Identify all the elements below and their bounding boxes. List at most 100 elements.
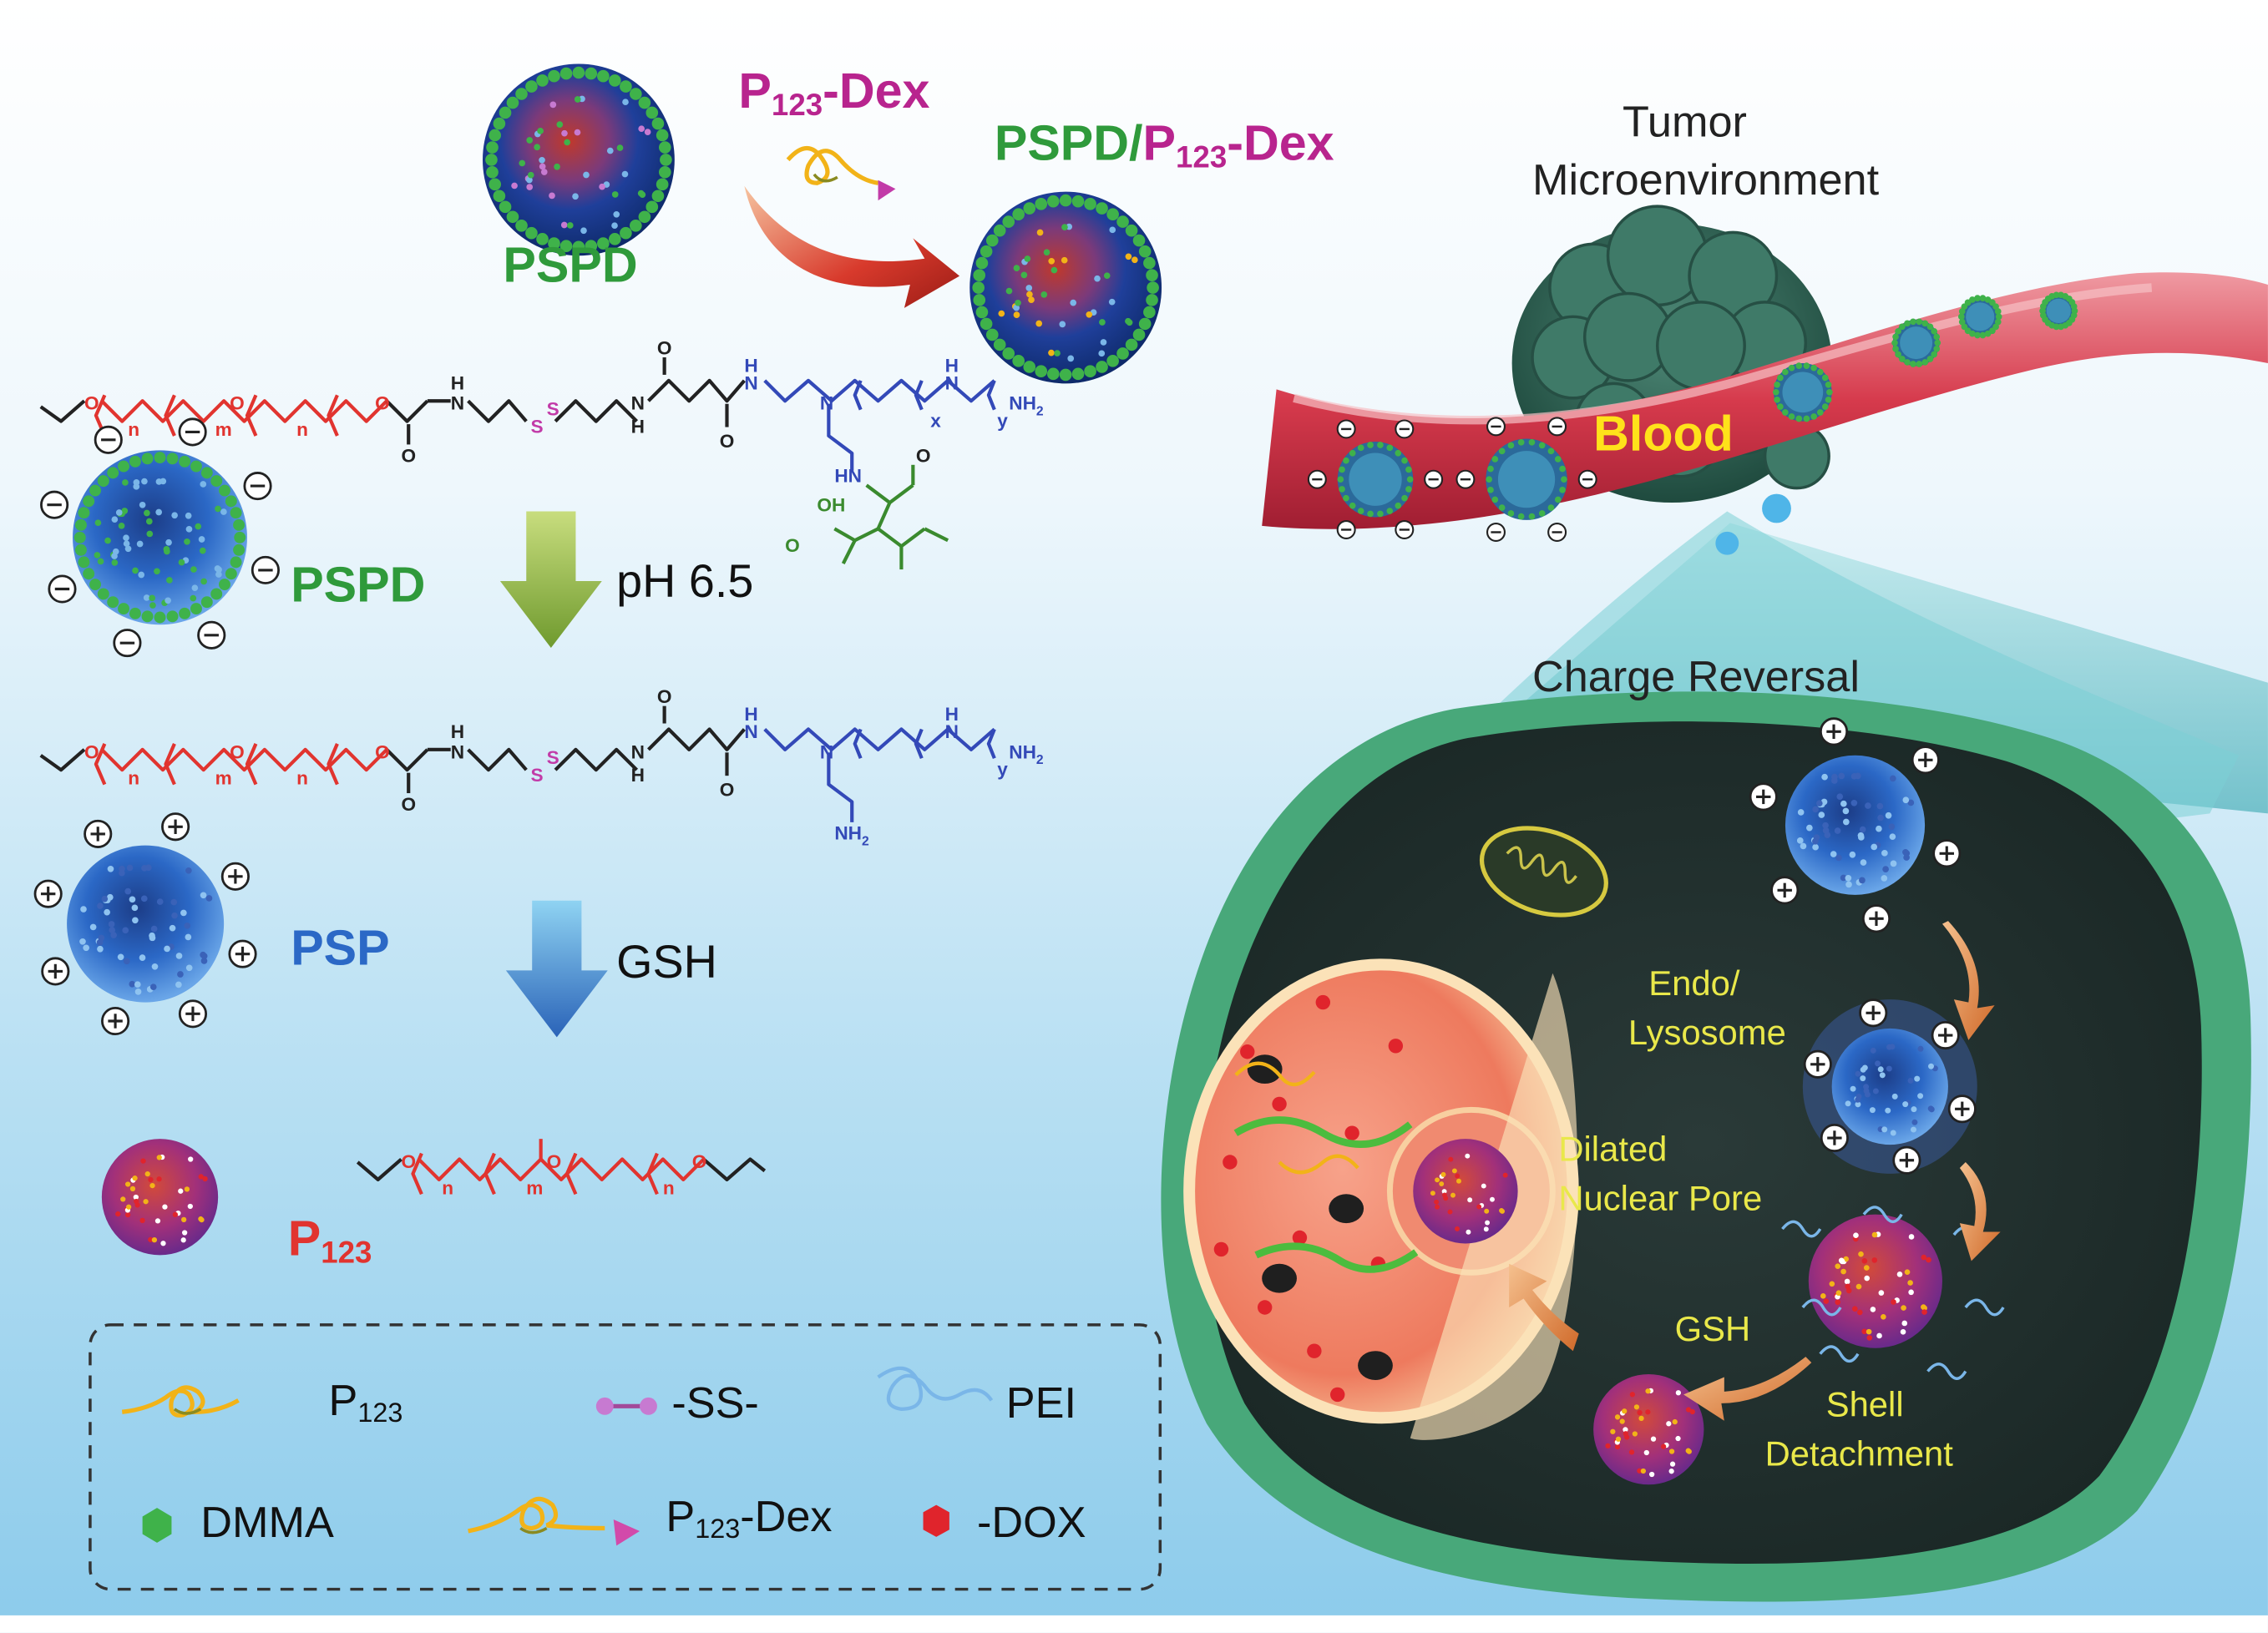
- pspd-mid-label: PSPD: [291, 558, 426, 614]
- pspd-nanoparticle-top: [483, 63, 675, 256]
- legend-dox-icon: [923, 1504, 949, 1537]
- bottom-white-strip: [0, 1615, 2268, 1633]
- ph-step-label: pH 6.5: [616, 554, 754, 608]
- pspd-top-label: PSPD: [503, 238, 638, 294]
- loading-arrow: [744, 185, 960, 308]
- pspd-p123dex-nanoparticle: [969, 191, 1162, 384]
- sub-m: m: [526, 1177, 543, 1198]
- n-atom: N: [631, 741, 645, 762]
- legend-dox-label: -DOX: [976, 1499, 1086, 1548]
- legend-pei-icon: [877, 1366, 994, 1411]
- nh2-group: NH2: [1009, 741, 1044, 767]
- tumor-title-line2: Microenvironment: [1532, 156, 1880, 205]
- h-atom: H: [631, 765, 645, 786]
- legend-ss-icon: [595, 1397, 657, 1415]
- shell-label-line2: Detachment: [1764, 1435, 1953, 1475]
- legend-pei-label: PEI: [1005, 1380, 1076, 1428]
- charge-reversal-label: Charge Reversal: [1532, 654, 1860, 702]
- p123-label: P123: [287, 1211, 372, 1271]
- p123-dex-icon: [786, 145, 896, 201]
- pspd-chain-labels: O n m n O O O N H S S N H O O N H N x N …: [84, 338, 1044, 557]
- n-atom: N: [945, 372, 959, 393]
- nuclear-pore-particle: [1413, 1139, 1518, 1244]
- o-atom: O: [375, 393, 390, 414]
- psp-label: PSP: [291, 921, 390, 977]
- o-atom: O: [402, 1151, 417, 1172]
- n-atom: N: [451, 393, 464, 414]
- tumor-title-line1: Tumor: [1622, 99, 1747, 147]
- s-atom: S: [530, 417, 543, 437]
- legend-dmma-icon: [142, 1508, 172, 1543]
- n-atom: N: [820, 393, 833, 414]
- pspd-chain-structure: [39, 357, 996, 570]
- n-atom: N: [744, 372, 757, 393]
- n-atom: N: [744, 721, 757, 742]
- sub-n: n: [442, 1177, 453, 1198]
- n-atom: N: [945, 721, 959, 742]
- cell-gsh-label: GSH: [1674, 1310, 1751, 1350]
- nh2-group: NH2: [1009, 393, 1044, 419]
- sub-n: n: [128, 419, 139, 440]
- blood-vessel-highlight: [1293, 283, 2153, 425]
- n-atom: N: [451, 741, 464, 762]
- o-atom: O: [657, 686, 672, 707]
- process-arrow-3: [1683, 1357, 1812, 1421]
- p123-micelle: [101, 1139, 219, 1256]
- sub-n: n: [296, 768, 308, 789]
- h-atom: H: [945, 355, 959, 376]
- psp-chain-structure: [39, 705, 996, 822]
- sub-m: m: [215, 419, 232, 440]
- o-atom: O: [402, 794, 417, 815]
- gsh-step-arrow: [505, 900, 608, 1038]
- o-atom: O: [720, 780, 735, 801]
- circulating-nanoparticles: [1307, 291, 2078, 542]
- h-atom: H: [744, 704, 757, 725]
- process-arrow-2: [1959, 1162, 2001, 1261]
- psp-positive-nanoparticle: [33, 812, 257, 1036]
- o-atom: O: [375, 741, 390, 762]
- sub-m: m: [215, 768, 232, 789]
- psp-entering-cell: [1749, 717, 1962, 933]
- psp-chain-labels: O n m n O O O N H S S N H O O N H N N H …: [84, 686, 1044, 849]
- ph-step-arrow: [499, 511, 602, 649]
- nuclear-pore-label-line1: Dilated: [1558, 1130, 1668, 1170]
- sub-n: n: [296, 419, 308, 440]
- h-atom: H: [631, 417, 645, 437]
- h-atom: H: [744, 355, 757, 376]
- o-atom: O: [657, 338, 672, 359]
- p123-core-released: [1593, 1374, 1704, 1485]
- o-atom: O: [692, 1151, 707, 1172]
- legend-dmma-label: DMMA: [200, 1499, 334, 1548]
- mitochondrion: [1479, 826, 1608, 918]
- h-atom: H: [945, 704, 959, 725]
- legend-box: [89, 1323, 1162, 1591]
- sub-x: x: [930, 411, 941, 432]
- s-atom: S: [530, 765, 543, 786]
- o-atom: O: [402, 445, 417, 466]
- blood-label: Blood: [1593, 407, 1734, 463]
- o-atom: O: [84, 741, 99, 762]
- gsh-step-label: GSH: [616, 935, 717, 988]
- sub-n: n: [663, 1177, 675, 1198]
- hn-group: HN: [834, 466, 862, 487]
- nh2-group: NH2: [834, 823, 869, 849]
- process-arrow-1: [1941, 921, 1995, 1040]
- o-atom: O: [720, 431, 735, 452]
- h-atom: H: [451, 372, 464, 393]
- legend-p123-icon: [121, 1385, 240, 1418]
- pspd-p123dex-label: PSPD/P123-Dex: [994, 116, 1334, 175]
- p123-chain-structure: [356, 1139, 767, 1196]
- nuclear-pore-label-line2: Nuclear Pore: [1558, 1179, 1763, 1219]
- p123-dex-reagent-label: P123-Dex: [738, 63, 930, 123]
- process-arrow-4: [1509, 1263, 1579, 1352]
- legend-p123-label: P123: [328, 1377, 403, 1428]
- p123-chain-labels: O n O m O n: [402, 1151, 707, 1198]
- shell-label-line1: Shell: [1825, 1385, 1904, 1425]
- legend-ss-label: -SS-: [671, 1380, 759, 1428]
- s-atom: S: [547, 747, 559, 768]
- pspd-negative-nanoparticle: [40, 417, 280, 658]
- o-atom: O: [785, 535, 800, 556]
- oh-group: OH: [817, 494, 845, 515]
- o-atom: O: [230, 741, 245, 762]
